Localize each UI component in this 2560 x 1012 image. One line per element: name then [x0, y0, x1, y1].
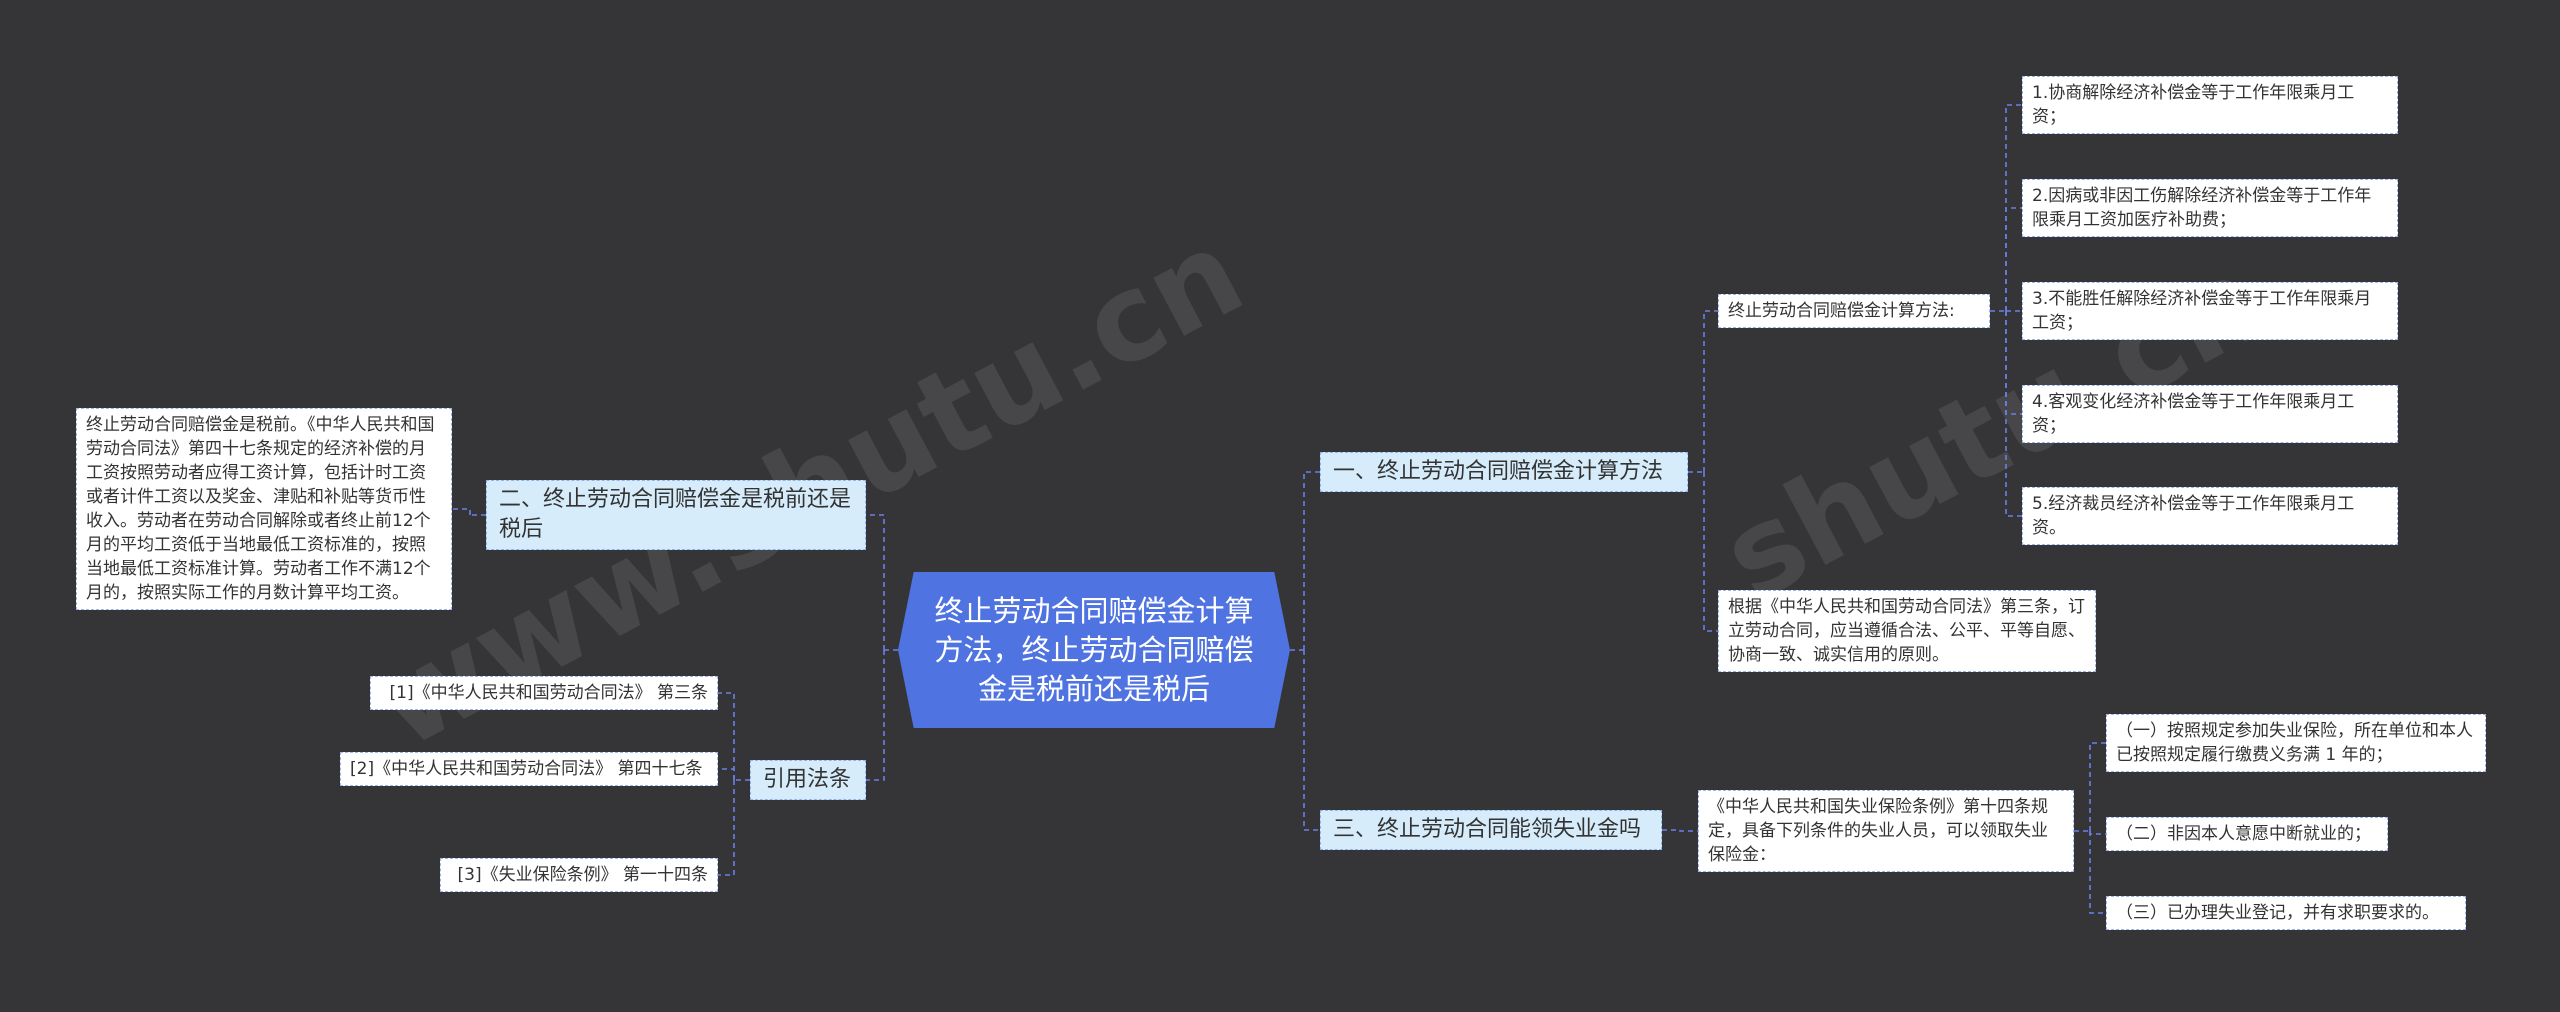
- branch-cited-laws[interactable]: 引用法条: [750, 760, 866, 800]
- connector-line: [2005, 207, 2022, 311]
- connector-line: [718, 780, 735, 876]
- connector-line: [452, 508, 471, 515]
- calc-item-3[interactable]: 3.不能胜任解除经济补偿金等于工作年限乘月工资；: [2022, 282, 2398, 340]
- condition-item-1[interactable]: （一）按照规定参加失业保险，所在单位和本人已按照规定履行缴费义务满 1 年的；: [2106, 714, 2486, 772]
- connector-line: [1703, 310, 1718, 472]
- connector-line: [866, 650, 885, 781]
- condition-item-3[interactable]: （三）已办理失业登记，并有求职要求的。: [2106, 896, 2466, 930]
- connector-line: [2089, 742, 2106, 831]
- cited-law-2[interactable]: [2]《中华人民共和国劳动合同法》 第四十七条: [340, 752, 718, 786]
- sub-topic-calculation-method[interactable]: 终止劳动合同赔偿金计算方法:: [1718, 294, 1990, 328]
- central-topic[interactable]: 终止劳动合同赔偿金计算方法，终止劳动合同赔偿金是税前还是税后: [898, 572, 1290, 728]
- calc-item-2[interactable]: 2.因病或非因工伤解除经济补偿金等于工作年限乘月工资加医疗补助费；: [2022, 179, 2398, 237]
- cited-law-3[interactable]: [3]《失业保险条例》 第一十四条: [440, 858, 718, 892]
- calc-item-4[interactable]: 4.客观变化经济补偿金等于工作年限乘月工资；: [2022, 385, 2398, 443]
- connector-line: [2089, 831, 2106, 835]
- contract-law-article-3-note[interactable]: 根据《中华人民共和国劳动合同法》第三条，订立劳动合同，应当遵循合法、公平、平等自…: [1718, 590, 2096, 672]
- unemployment-regulation-note[interactable]: 《中华人民共和国失业保险条例》第十四条规定，具备下列条件的失业人员，可以领取失业…: [1698, 790, 2074, 872]
- connector-line: [718, 768, 735, 780]
- pretax-explanation[interactable]: 终止劳动合同赔偿金是税前。《中华人民共和国劳动合同法》第四十七条规定的经济补偿的…: [76, 408, 452, 610]
- branch-calculation-method[interactable]: 一、终止劳动合同赔偿金计算方法: [1320, 452, 1688, 492]
- branch-pretax-or-aftertax[interactable]: 二、终止劳动合同赔偿金是税前还是税后: [486, 480, 866, 550]
- condition-item-2[interactable]: （二）非因本人意愿中断就业的；: [2106, 817, 2388, 851]
- connector-line: [1703, 472, 1718, 632]
- connector-line: [1303, 650, 1320, 831]
- branch-unemployment-benefit[interactable]: 三、终止劳动合同能领失业金吗: [1320, 810, 1662, 850]
- cited-law-1[interactable]: [1]《中华人民共和国劳动合同法》 第三条: [370, 676, 718, 710]
- connector-line: [718, 692, 735, 780]
- connector-line: [2005, 104, 2022, 311]
- connector-line: [1679, 830, 1698, 832]
- calc-item-1[interactable]: 1.协商解除经济补偿金等于工作年限乘月工资；: [2022, 76, 2398, 134]
- calc-item-5[interactable]: 5.经济裁员经济补偿金等于工作年限乘月工资。: [2022, 487, 2398, 545]
- connector-line: [1303, 471, 1320, 650]
- connector-line: [2089, 831, 2106, 914]
